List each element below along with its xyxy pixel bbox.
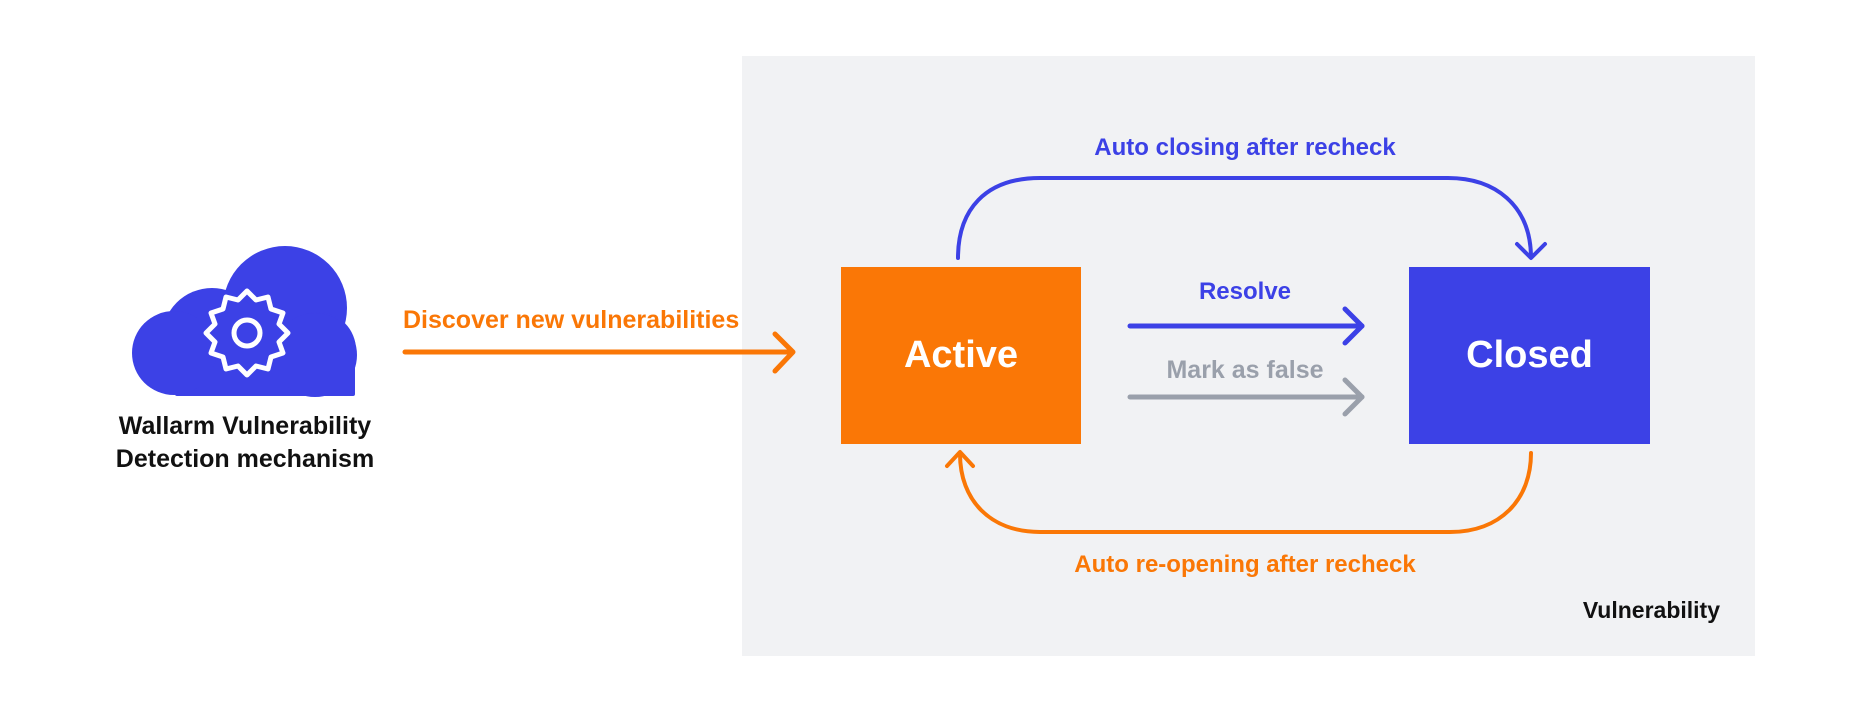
- cloud-gear-icon: [132, 246, 357, 397]
- closed-state-box: Closed: [1409, 267, 1650, 444]
- auto-reopening-label: Auto re-opening after recheck: [1074, 551, 1416, 578]
- auto-closing-label: Auto closing after recheck: [1094, 134, 1396, 161]
- vulnerability-panel-label: Vulnerability: [1582, 597, 1720, 623]
- source-caption-line2: Detection mechanism: [115, 445, 375, 473]
- discover-arrow: [402, 331, 796, 374]
- resolve-arrow: [1127, 306, 1365, 346]
- source-caption: Wallarm Vulnerability Detection mechanis…: [65, 410, 425, 476]
- mark-false-label: Mark as false: [1166, 356, 1324, 384]
- active-state-label: Active: [903, 334, 1019, 376]
- auto-closing-arrow: [956, 176, 1547, 260]
- closed-state-label: Closed: [1466, 334, 1593, 376]
- source-caption-line1: Wallarm Vulnerability: [118, 412, 372, 440]
- discover-label: Discover new vulnerabilities: [403, 306, 740, 334]
- resolve-label: Resolve: [1198, 278, 1292, 305]
- auto-reopening-arrow: [945, 450, 1533, 534]
- active-state-box: Active: [841, 267, 1081, 444]
- mark-false-arrow: [1127, 377, 1365, 417]
